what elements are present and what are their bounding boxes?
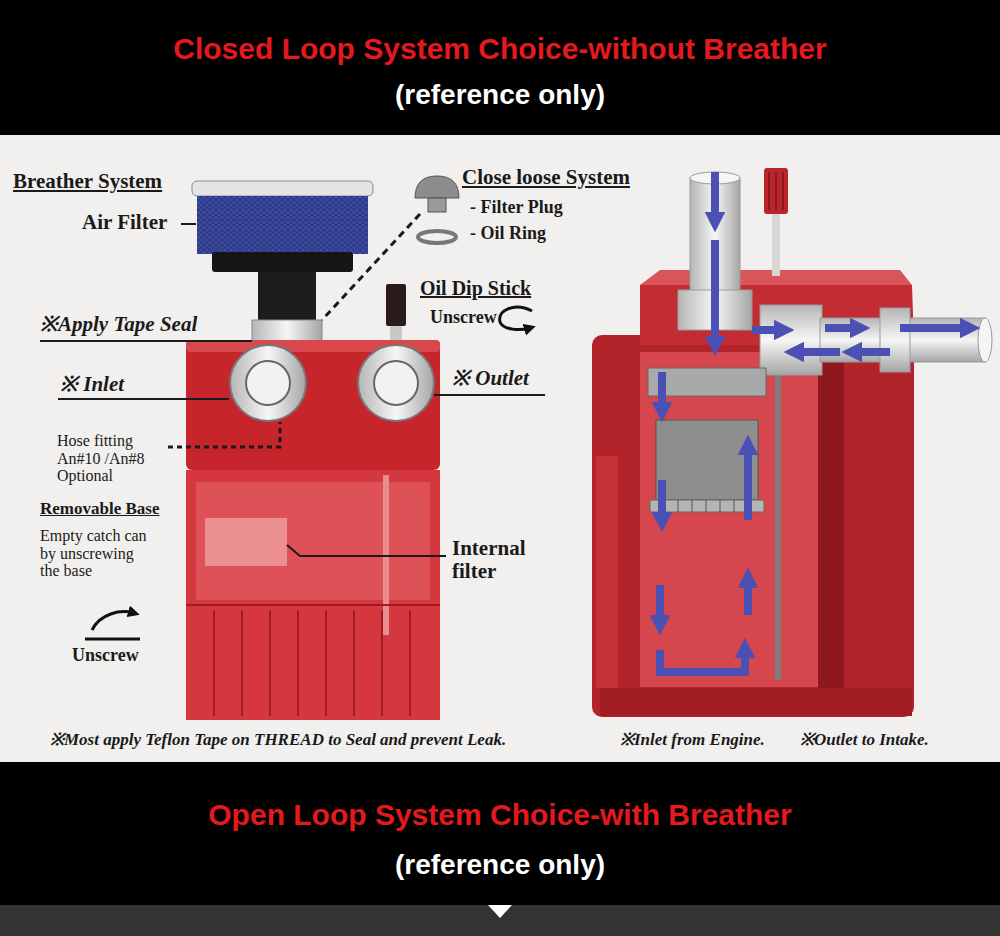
note-text: ※Inlet from Engine.: [620, 731, 765, 750]
flow-arrow: [794, 348, 840, 356]
internal-filter: [656, 420, 758, 500]
can-head: [186, 340, 440, 470]
flow-arrow: [658, 372, 666, 412]
flow-arrow: [744, 578, 752, 615]
filter-plug: [415, 176, 459, 243]
action-label: Unscrew: [430, 308, 497, 328]
red-dipstick: [764, 168, 788, 214]
leader-line: [58, 398, 229, 400]
part-label: - Filter Plug: [470, 198, 563, 218]
cutaway-can: [640, 352, 818, 687]
breather-filter: [197, 196, 368, 254]
dipstick: [390, 326, 402, 342]
can-head: [374, 361, 418, 405]
part-label: - Oil Ring: [470, 224, 546, 244]
internal-filter: [664, 500, 748, 512]
title-band: Open Loop System Choice-with Breather (re…: [0, 762, 1000, 905]
flow-arrow: [752, 326, 784, 334]
outlet-pipe: [880, 308, 910, 372]
outlet-pipe: [760, 305, 822, 375]
band-title: Open Loop System Choice-with Breather: [208, 798, 791, 833]
flow-arrow: [711, 172, 719, 222]
unscrew-arrow: [85, 638, 140, 641]
flow-arrow: [711, 240, 719, 346]
filter-plug: [415, 176, 459, 198]
breather-filter: [258, 272, 316, 322]
leader-line: [434, 394, 545, 396]
band-subtitle: (reference only): [395, 849, 605, 881]
part-label: Air Filter: [82, 211, 167, 234]
leader-line: [40, 340, 252, 342]
unscrew-arrow: [92, 612, 134, 630]
instruction-label: ※Apply Tape Seal: [40, 313, 197, 336]
flow-arrow: [900, 324, 970, 332]
can-body: [214, 610, 410, 716]
can-body: [186, 470, 440, 720]
section-heading: Removable Base: [40, 500, 159, 519]
flow-arrow: [744, 445, 752, 520]
section-heading: Breather System: [13, 170, 162, 193]
can-head: [358, 345, 434, 421]
action-label: Unscrew: [72, 646, 139, 666]
leader-line: [287, 545, 446, 556]
can-body: [205, 518, 287, 566]
illustration-ground: [0, 135, 1000, 762]
can-head: [246, 361, 290, 405]
part-note: Hose fitting An#10 /An#8 Optional: [57, 432, 169, 485]
flow-arrow: [852, 348, 890, 356]
port-label: ※ Inlet: [60, 373, 124, 396]
leader-line: [40, 214, 545, 556]
flow-arrow: [658, 480, 666, 522]
flow-arrow: [660, 172, 970, 672]
part-note: Empty catch can by unscrewing the base: [40, 527, 152, 580]
filter-plug: [428, 198, 446, 212]
unscrew-arrow: [500, 307, 532, 329]
flow-arrow: [825, 324, 860, 332]
note-text: ※Outlet to Intake.: [800, 731, 929, 750]
breather-filter: [252, 320, 322, 342]
part-label: Oil Dip Stick: [420, 277, 531, 299]
dipstick: [386, 284, 406, 342]
cutaway-can: [592, 335, 914, 717]
red-dipstick: [764, 168, 788, 276]
can-body: [186, 470, 440, 720]
unscrew-arrow: [85, 307, 532, 639]
down-pointer: [488, 905, 512, 918]
band-title: Closed Loop System Choice-without Breath…: [173, 32, 826, 67]
part-label: Internal filter: [452, 537, 544, 583]
cutaway-can: [818, 345, 844, 690]
flow-arrow: [656, 585, 664, 625]
can-body: [196, 482, 430, 600]
leader-line: [322, 214, 420, 320]
can-head: [186, 340, 440, 470]
band-subtitle: (reference only): [395, 79, 605, 111]
outlet-pipe: [760, 305, 992, 375]
outlet-pipe: [978, 318, 992, 362]
can-body: [186, 604, 440, 606]
footer-strip: [0, 905, 1000, 936]
can-head: [230, 345, 306, 421]
cutaway-can: [775, 350, 781, 680]
port-label: ※ Outlet: [452, 367, 529, 390]
dipstick: [386, 284, 406, 326]
red-dipstick: [769, 172, 783, 210]
filter-plug: [418, 231, 456, 243]
note-text: ※Most apply Teflon Tape on THREAD to Sea…: [50, 731, 506, 750]
cutaway-can: [596, 456, 618, 688]
flow-arrow: [660, 648, 745, 672]
cutaway-can: [600, 688, 912, 716]
leader-line: [168, 422, 280, 447]
breather-filter: [212, 252, 353, 272]
breather-filter: [192, 181, 373, 342]
title-band: Closed Loop System Choice-without Breath…: [0, 0, 1000, 135]
leader-line: [181, 223, 196, 225]
breather-filter: [192, 181, 373, 196]
section-heading: Close loose System: [462, 166, 630, 189]
red-dipstick: [772, 214, 780, 276]
